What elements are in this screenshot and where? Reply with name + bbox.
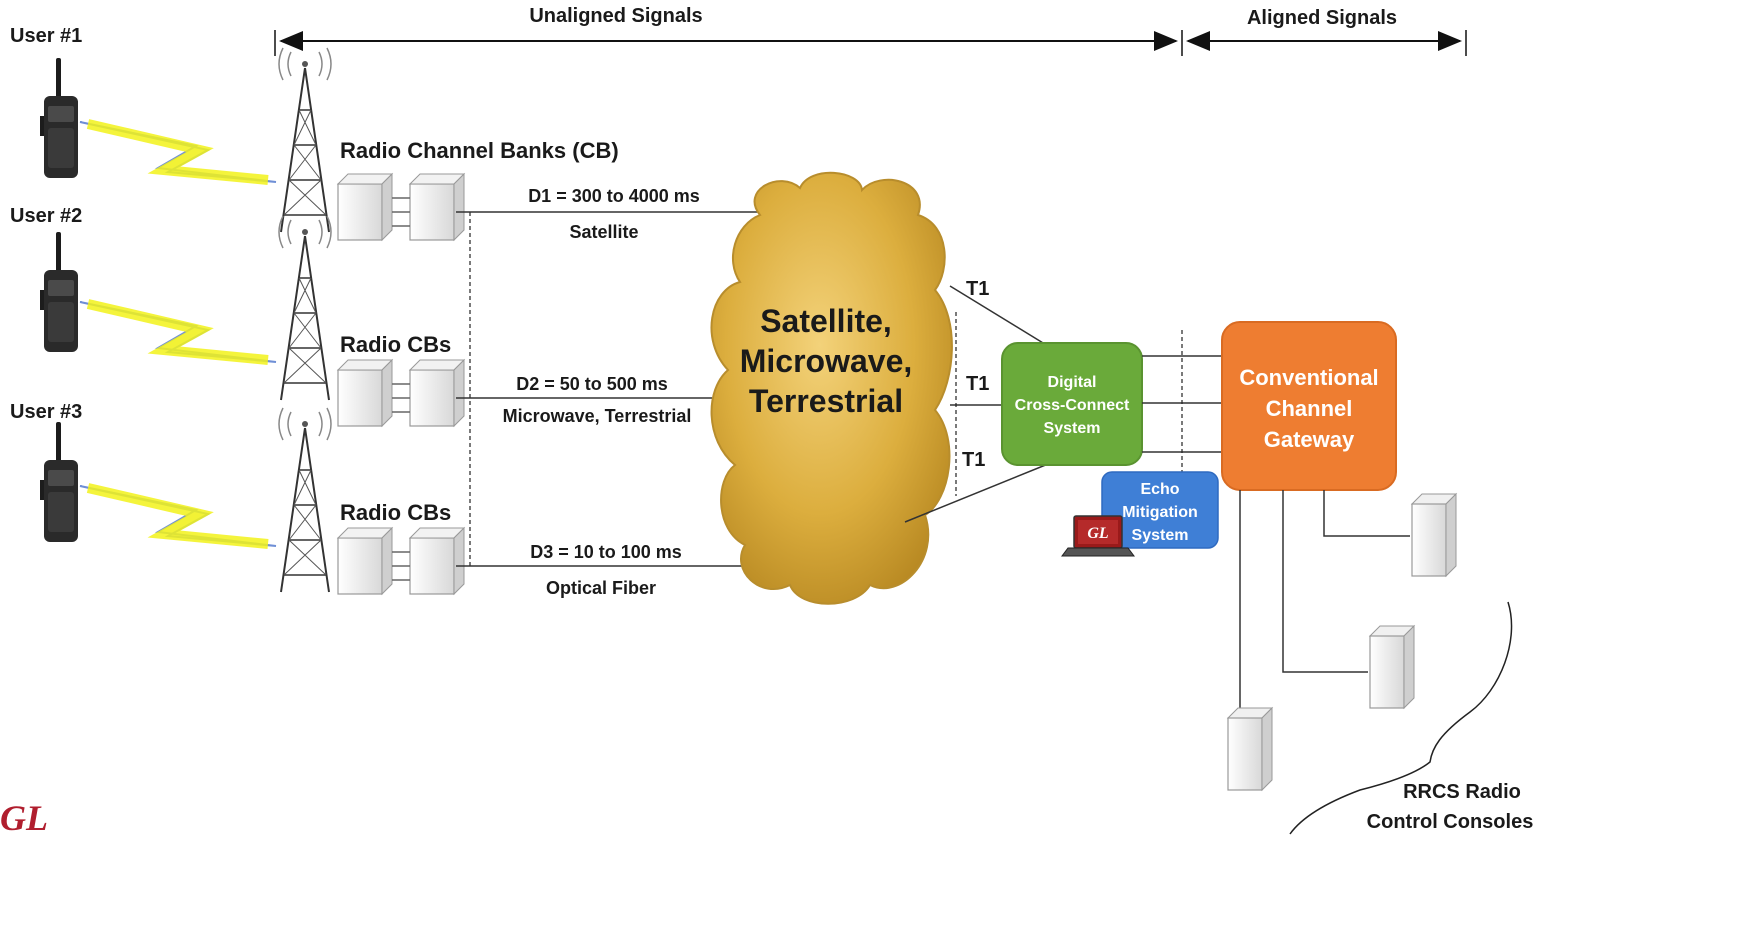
radio-tower-icon (278, 215, 332, 401)
cloud-label-line3: Terrestrial (749, 383, 903, 419)
link-3-medium: Optical Fiber (546, 578, 656, 598)
dcs-label-line3: System (1044, 420, 1101, 437)
channel-bank-3-label: Radio CBs (340, 500, 451, 525)
control-console-icon (1369, 625, 1415, 709)
user-3-label: User #3 (10, 401, 82, 423)
wireless-link-icon (79, 483, 277, 549)
echo-gl-logo: GL (1087, 525, 1109, 542)
link-1-delay: D1 = 300 to 4000 ms (528, 186, 700, 206)
gateway-label-line2: Channel (1266, 396, 1353, 421)
dcs-label-line1: Digital (1048, 374, 1097, 391)
gateway-label-line1: Conventional (1239, 365, 1378, 390)
echo-mitigation-box (1101, 471, 1219, 549)
laptop-icon (1061, 515, 1135, 557)
aligned-signals-label: Aligned Signals (1247, 7, 1397, 29)
echo-label-line2: Mitigation (1122, 504, 1198, 521)
echo-label-line1: Echo (1140, 481, 1179, 498)
t1-line-top (949, 285, 1049, 347)
channel-bank-icon (337, 527, 465, 595)
control-console-icon (1411, 493, 1457, 577)
cloud-label-line2: Microwave, (740, 343, 913, 379)
user-2-label: User #2 (10, 205, 82, 227)
radio-tower-icon (278, 47, 332, 233)
wireless-link-icon (79, 119, 277, 185)
link-3-delay: D3 = 10 to 100 ms (530, 542, 682, 562)
consoles-label-line2: Control Consoles (1367, 811, 1534, 833)
echo-label-line3: System (1132, 527, 1189, 544)
channel-bank-2-label: Radio CBs (340, 332, 451, 357)
consoles-label-line1: RRCS Radio (1403, 781, 1521, 803)
t1-label-middle: T1 (966, 373, 989, 395)
conventional-channel-gateway-box (1221, 321, 1397, 491)
t1-label-bottom: T1 (962, 449, 985, 471)
consoles-brace (1289, 601, 1513, 835)
link-2-medium: Microwave, Terrestrial (503, 406, 692, 426)
handheld-radio-icon (40, 58, 78, 178)
handheld-radio-icon (40, 422, 78, 542)
channel-bank-1-label: Radio Channel Banks (CB) (340, 138, 619, 163)
link-1-medium: Satellite (569, 222, 638, 242)
t1-line-bottom (904, 463, 1049, 523)
channel-bank-icon (337, 359, 465, 427)
unaligned-signals-label: Unaligned Signals (529, 5, 702, 27)
radio-tower-icon (278, 407, 332, 593)
t1-label-top: T1 (966, 278, 989, 300)
handheld-radio-icon (40, 232, 78, 352)
network-cloud-icon (710, 171, 953, 605)
dcs-label-line2: Cross-Connect (1015, 397, 1130, 414)
link-2-delay: D2 = 50 to 500 ms (516, 374, 668, 394)
console-links (1239, 490, 1410, 712)
header-arrows (274, 30, 1467, 56)
gl-brand-logo: GL (0, 798, 48, 838)
wireless-link-icon (79, 299, 277, 365)
gateway-label-line3: Gateway (1264, 427, 1355, 452)
cloud-label-line1: Satellite, (760, 303, 892, 339)
user-1-label: User #1 (10, 25, 82, 47)
digital-cross-connect-box (1001, 342, 1143, 466)
channel-bank-icon (337, 173, 465, 241)
control-console-icon (1227, 707, 1273, 791)
